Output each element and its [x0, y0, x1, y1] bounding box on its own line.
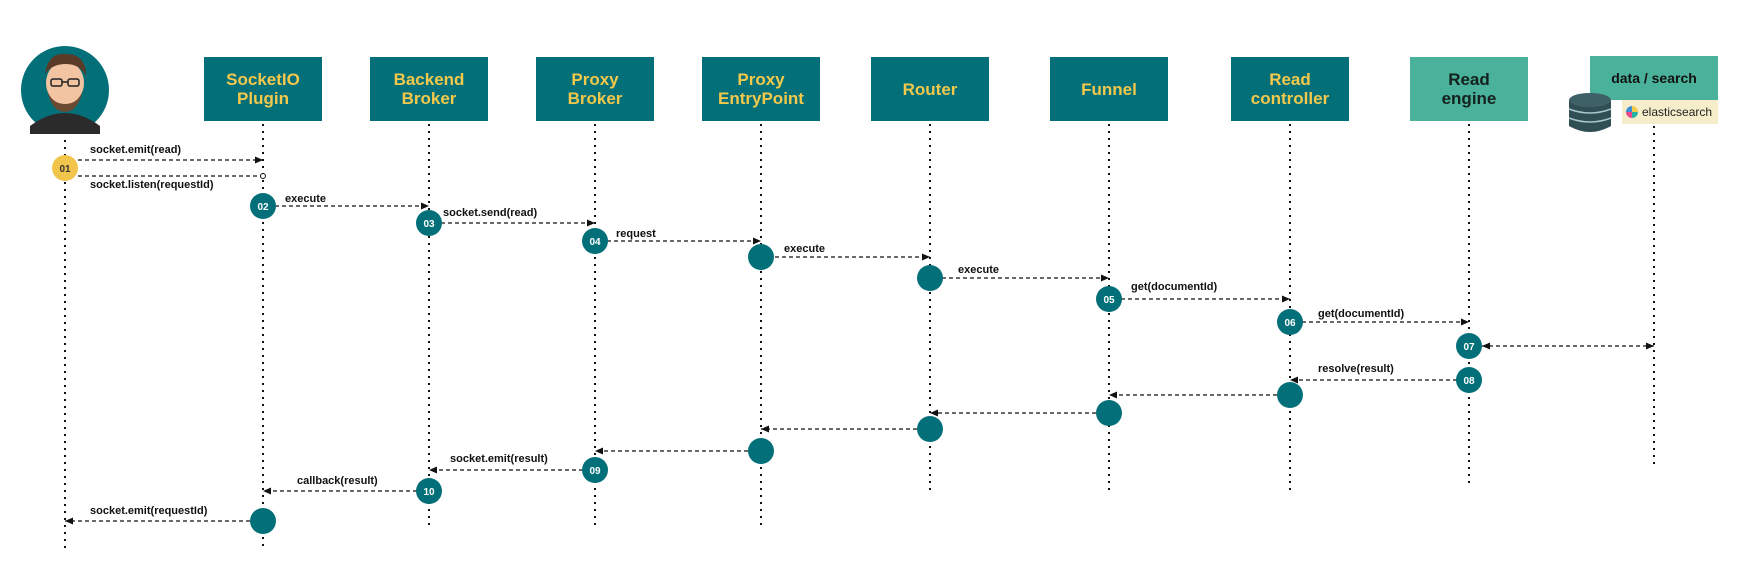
- activation-router-1: [917, 265, 943, 291]
- step-07-label: 07: [1463, 342, 1475, 353]
- label-resolve-result: resolve(result): [1318, 363, 1394, 375]
- activation-entrypoint-return: [748, 438, 774, 464]
- step-02-label: 02: [257, 202, 269, 213]
- step-06-badge: [1277, 309, 1303, 335]
- label-socket-send-read: socket.send(read): [443, 207, 537, 219]
- step-06-label: 06: [1284, 318, 1296, 329]
- lane-proxy-broker: Proxy Broker: [536, 57, 654, 121]
- datastore-product-label: elasticsearch: [1622, 100, 1718, 124]
- activation-controller-return: [1277, 382, 1303, 408]
- label-execute-2: execute: [784, 243, 825, 255]
- lane-read-engine: Read engine: [1410, 57, 1528, 121]
- datastore-title: data / search: [1590, 56, 1718, 100]
- label-callback-result: callback(result): [297, 475, 378, 487]
- lane-proxy-entrypoint: Proxy EntryPoint: [702, 57, 820, 121]
- step-01-label: 01: [59, 164, 71, 175]
- label-socket-emit-requestid: socket.emit(requestId): [90, 505, 208, 517]
- step-05-label: 05: [1103, 295, 1115, 306]
- label-socket-emit-read: socket.emit(read): [90, 144, 181, 156]
- activation-router-return: [917, 416, 943, 442]
- label-get-document-1: get(documentId): [1131, 281, 1217, 293]
- datastore-product: elasticsearch: [1642, 105, 1713, 119]
- activation-entrypoint-1: [748, 244, 774, 270]
- step-04-label: 04: [589, 237, 601, 248]
- step-02-badge: [250, 193, 276, 219]
- user-avatar-icon: [21, 46, 109, 134]
- label-execute-1: execute: [285, 193, 326, 205]
- label-request: request: [616, 228, 656, 240]
- lane-backend-broker: Backend Broker: [370, 57, 488, 121]
- step-03-badge: [416, 210, 442, 236]
- step-01-badge: [52, 155, 78, 181]
- step-08-badge: [1456, 367, 1482, 393]
- elasticsearch-logo-icon: [1626, 106, 1638, 118]
- lane-funnel: Funnel: [1050, 57, 1168, 121]
- label-execute-3: execute: [958, 264, 999, 276]
- step-09-label: 09: [589, 466, 601, 477]
- lane-read-controller: Read controller: [1231, 57, 1349, 121]
- label-socket-emit-result: socket.emit(result): [450, 453, 548, 465]
- step-10-label: 10: [423, 487, 435, 498]
- lane-socketio-plugin: SocketIO Plugin: [204, 57, 322, 121]
- label-socket-listen-requestid: socket.listen(requestId): [90, 179, 214, 191]
- step-03-label: 03: [423, 219, 435, 230]
- activation-plugin-return: [250, 508, 276, 534]
- step-09-badge: [582, 457, 608, 483]
- step-08-label: 08: [1463, 376, 1475, 387]
- activation-funnel-return: [1096, 400, 1122, 426]
- step-10-badge: [416, 478, 442, 504]
- lane-router: Router: [871, 57, 989, 121]
- database-icon: [1568, 93, 1612, 132]
- label-get-document-2: get(documentId): [1318, 308, 1404, 320]
- step-05-badge: [1096, 286, 1122, 312]
- step-07-badge: [1456, 333, 1482, 359]
- step-04-badge: [582, 228, 608, 254]
